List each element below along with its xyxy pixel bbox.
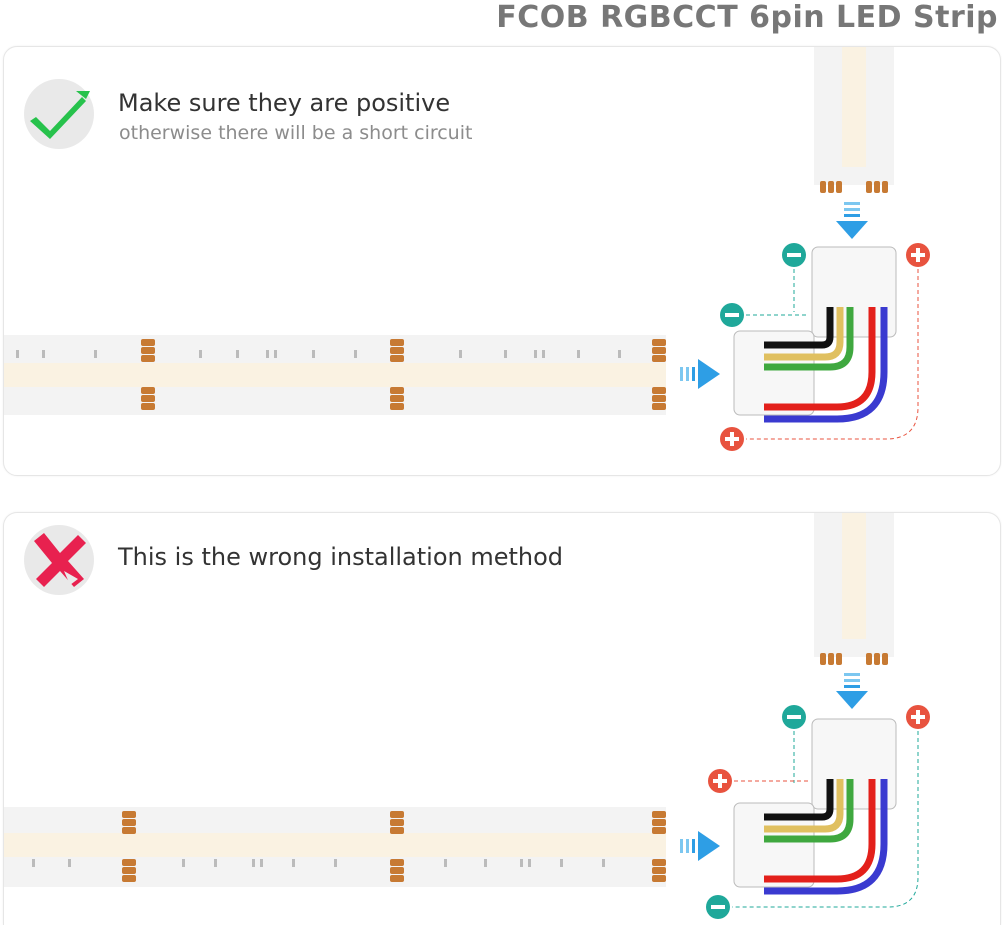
correct-subheading: otherwise there will be a short circuit — [119, 122, 473, 144]
negative-marker-top — [782, 705, 806, 783]
wrong-installation-panel: This is the wrong installation method — [3, 512, 1001, 925]
cross-badge — [24, 525, 94, 595]
horizontal-led-strip — [4, 807, 666, 887]
positive-marker-right — [732, 705, 930, 908]
vertical-led-strip — [814, 513, 894, 665]
wrong-heading: This is the wrong installation method — [118, 543, 564, 571]
l-connector — [733, 718, 897, 895]
negative-marker-top — [782, 243, 806, 312]
arrow-right-icon — [680, 831, 720, 861]
vertical-led-strip — [814, 47, 894, 193]
cross-icon — [34, 533, 86, 587]
check-icon — [30, 91, 90, 139]
correct-wiring-diagram — [4, 47, 930, 451]
correct-heading: Make sure they are positive — [118, 89, 451, 117]
positive-marker-left — [708, 769, 809, 793]
arrow-down-icon — [836, 202, 868, 239]
page-title: FCOB RGBCCT 6pin LED Strip — [496, 0, 998, 35]
arrow-down-icon — [836, 673, 868, 709]
arrow-right-icon — [680, 359, 720, 389]
negative-marker-bottom — [706, 895, 730, 919]
horizontal-led-strip — [4, 335, 666, 415]
wrong-wiring-diagram — [4, 513, 930, 919]
check-badge — [24, 79, 94, 149]
negative-marker-left — [720, 303, 809, 327]
positive-marker-right — [746, 243, 930, 440]
positive-marker-bottom — [720, 427, 744, 451]
correct-installation-panel: Make sure they are positive otherwise th… — [3, 46, 1001, 476]
l-connector — [733, 246, 897, 423]
